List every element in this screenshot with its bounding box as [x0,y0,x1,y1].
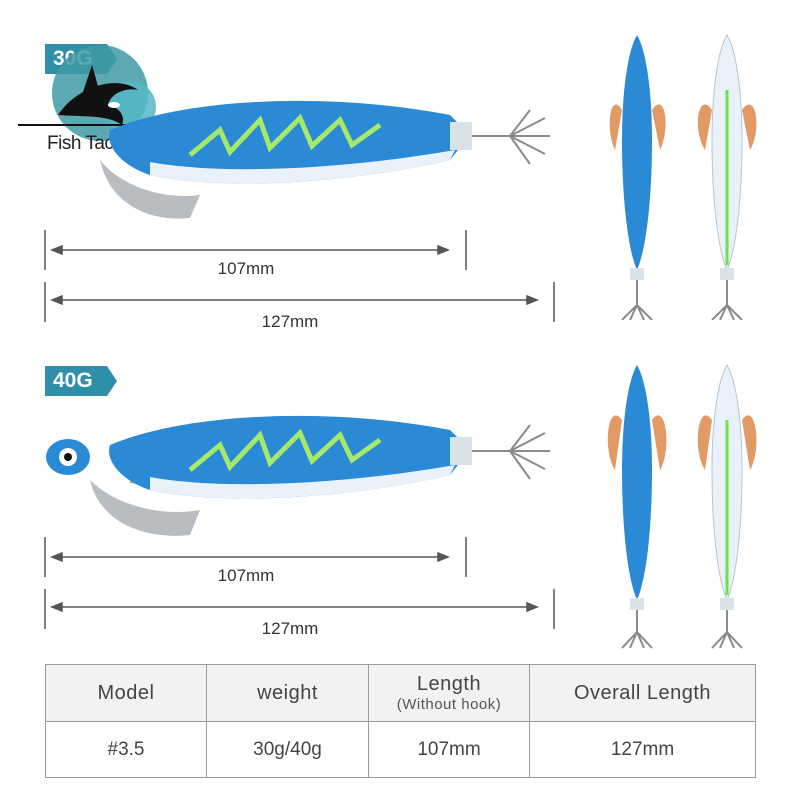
dimension-lines-40g [44,537,555,629]
squid-jig-top-view-30g [609,35,666,320]
squid-jig-top-view-40g [607,365,667,649]
header-length-title: Length [416,673,482,695]
spec-table-header-row: Model weight Length (Without hook) Overa… [45,664,756,722]
cell-length: 107mm [368,721,530,778]
header-length-subtitle: (Without hook) [396,696,502,713]
overall-length-label-30g: 127mm [261,312,319,331]
squid-jig-side-view-30g [100,100,550,219]
dimension-lines-30g [44,230,555,322]
weight-tag-40g: 40G [45,366,117,396]
header-model: Model [45,664,207,722]
squid-jig-bottom-view-30g [697,34,757,320]
header-weight: weight [206,664,369,722]
length-label-40g: 107mm [217,566,275,585]
cell-overall-length: 127mm [529,721,756,778]
header-overall-length: Overall Length [529,664,756,722]
squid-jig-bottom-view-40g [697,364,757,649]
overall-length-label-40g: 127mm [261,619,319,638]
table-row: #3.5 30g/40g 107mm 127mm [45,721,756,778]
squid-jig-side-view-40g [46,415,550,536]
header-length: Length (Without hook) [368,664,530,722]
cell-model: #3.5 [45,721,207,778]
length-label-30g: 107mm [217,259,275,278]
cell-weight: 30g/40g [206,721,369,778]
spec-table: Model weight Length (Without hook) Overa… [45,664,756,778]
